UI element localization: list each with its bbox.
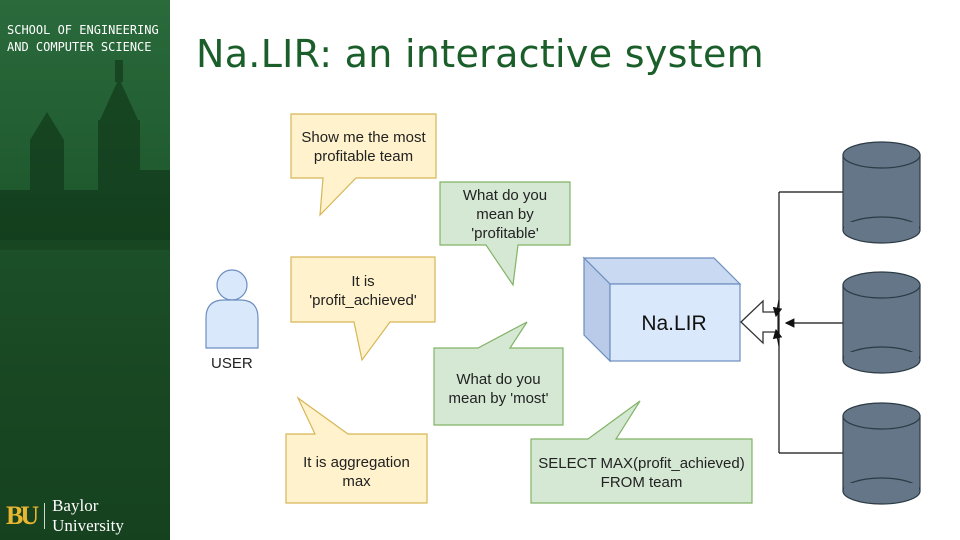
campus-building-illustration bbox=[0, 60, 170, 540]
slide-title: Na.LIR: an interactive system bbox=[196, 32, 764, 76]
department-name: SCHOOL OF ENGINEERING AND COMPUTER SCIEN… bbox=[7, 23, 159, 54]
sidebar: SCHOOL OF ENGINEERING AND COMPUTER SCIEN… bbox=[0, 0, 170, 540]
system-sql-text: SELECT MAX(profit_achieved) FROM team bbox=[538, 455, 745, 491]
user-icon bbox=[205, 269, 259, 349]
bubble-user-most bbox=[285, 396, 428, 504]
database-connectors bbox=[772, 191, 843, 454]
system-most-text: What do you mean by 'most' bbox=[448, 371, 549, 407]
user-label: USER bbox=[211, 355, 253, 372]
system-profitable-text: What do you mean by 'profitable' bbox=[462, 187, 548, 242]
baylor-university-wordmark: Baylor University bbox=[52, 496, 124, 535]
nalir-system-box bbox=[582, 256, 742, 363]
user-most-text: It is aggregation max bbox=[303, 454, 410, 490]
database-to-nalir-arrow bbox=[740, 299, 779, 345]
baylor-logo: BU Baylor University bbox=[6, 496, 170, 535]
baylor-bu-mark: BU bbox=[6, 501, 39, 530]
bubble-system-most bbox=[433, 321, 564, 426]
database-icon bbox=[842, 141, 921, 244]
bubble-system-sql bbox=[530, 400, 753, 504]
logo-divider bbox=[44, 503, 46, 529]
bubble-system-profitable bbox=[439, 181, 571, 287]
nalir-label: Na.LIR bbox=[641, 312, 707, 335]
database-icon bbox=[842, 402, 921, 505]
bubble-user-profit bbox=[290, 256, 436, 362]
user-profit-text: It is 'profit_achieved' bbox=[309, 273, 417, 309]
database-icon bbox=[842, 271, 921, 374]
bubble-user-question bbox=[290, 113, 437, 217]
user-question-text: Show me the most profitable team bbox=[301, 129, 426, 165]
